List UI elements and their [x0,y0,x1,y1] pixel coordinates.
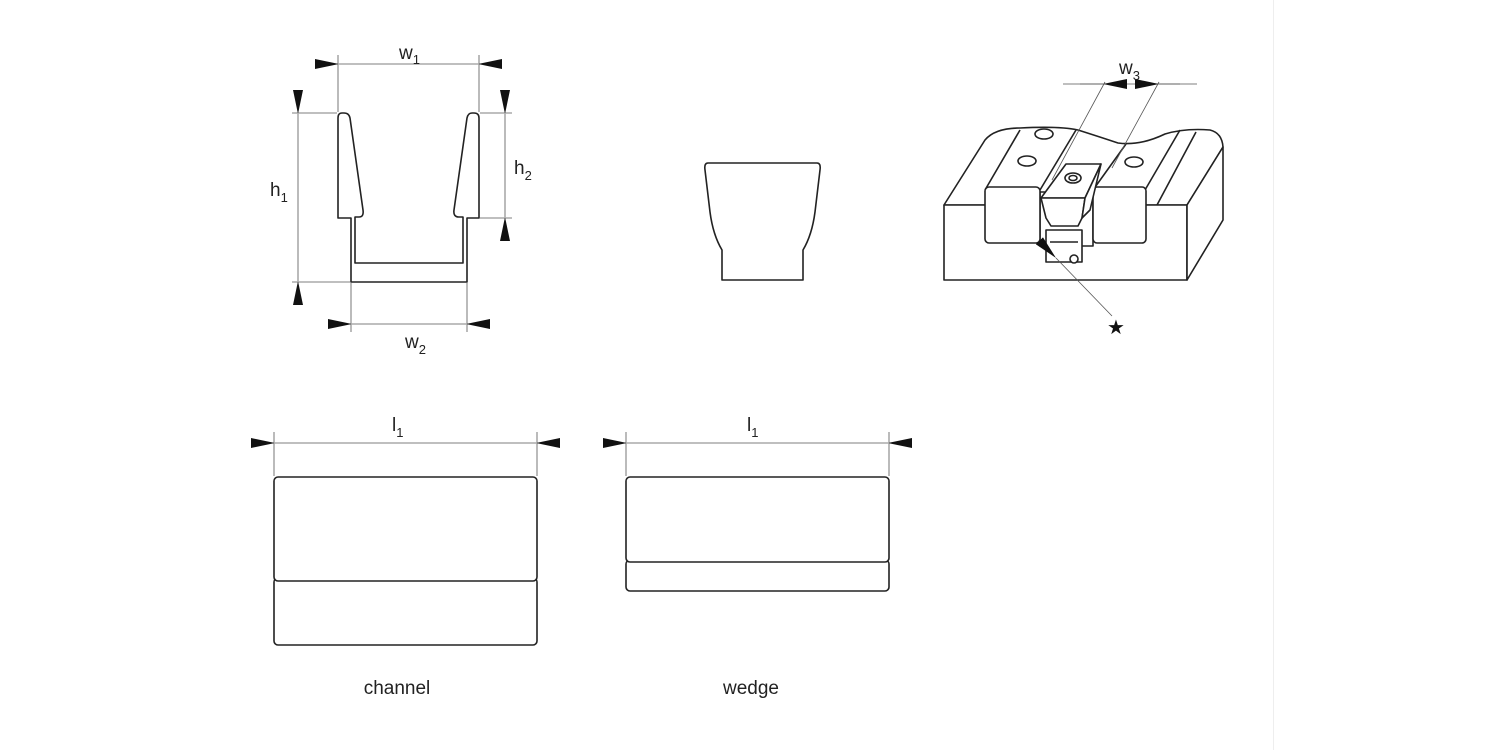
caption-wedge: wedge [722,678,779,699]
label-w3: w3 [1118,58,1140,83]
dimension-h1: h1 [270,90,350,305]
dimension-w1: w1 [315,43,502,112]
dimension-w3: w3 [1051,58,1197,181]
rail-edge [1144,129,1181,191]
label-l1-wedge: l1 [747,415,758,440]
right-block [1092,186,1147,244]
label-l1-channel: l1 [392,415,403,440]
wedge-side-lower [625,559,890,592]
dimension-w2: w2 [328,283,490,357]
rail-edge [1039,129,1077,191]
assembly-view: w3 ★ [943,58,1224,339]
rail-edge [1156,131,1197,206]
channel-side-lower [273,577,538,646]
hole [1017,155,1037,167]
channel-profile-outline [337,112,480,283]
wedge-profile-outline [704,162,821,281]
star-marker: ★ [1107,317,1125,339]
label-h2: h2 [514,158,532,183]
wedge-side-view: l1 wedge [603,415,912,699]
dimension-h2: h2 [480,90,532,241]
label-w1: w1 [398,43,420,67]
caption-channel: channel [364,678,431,699]
callout-line [1035,237,1113,317]
base-side-face [1186,146,1224,281]
label-w2: w2 [404,332,426,357]
channel-side-upper [273,476,538,582]
hole [1034,128,1054,140]
label-h1: h1 [270,180,288,205]
screw-hole [1064,172,1082,184]
pin [1069,254,1079,264]
channel-side-view: l1 channel [251,415,560,699]
channel-profile: w1 h1 h2 w2 [270,43,532,357]
wedge-side-upper [625,476,890,563]
left-block [984,186,1041,244]
page-edge-divider [1273,0,1274,750]
hole [1124,156,1144,168]
wedge-slider-front [1040,197,1086,227]
rail-edge [984,129,1021,191]
